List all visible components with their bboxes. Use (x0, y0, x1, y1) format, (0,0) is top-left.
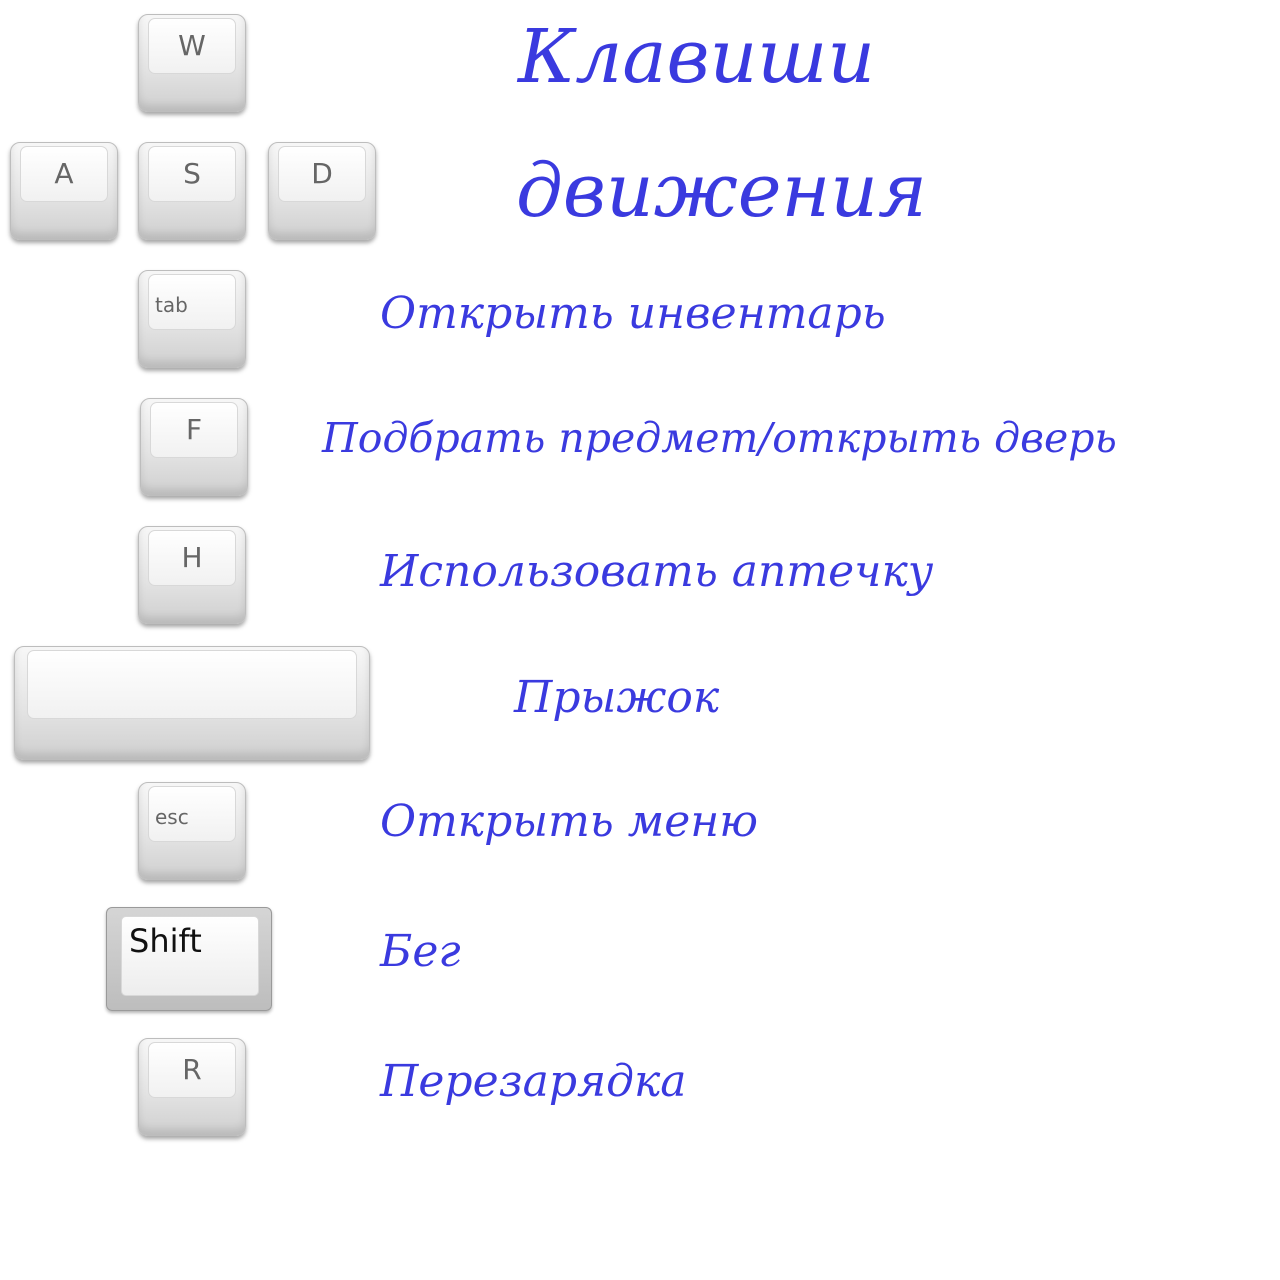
key-a: A (10, 142, 118, 240)
key-esc-label: esc (155, 805, 189, 829)
key-d: D (268, 142, 376, 240)
action-tab: Открыть инвентарь (380, 288, 886, 339)
key-tab: tab (138, 270, 246, 368)
key-a-label: A (54, 157, 74, 190)
action-r: Перезарядка (380, 1056, 687, 1107)
key-tab-label: tab (155, 293, 188, 317)
key-f: F (140, 398, 248, 496)
action-f: Подбрать предмет/открыть дверь (322, 414, 1117, 462)
key-shift: Shift (106, 907, 272, 1011)
key-h-label: H (181, 541, 203, 574)
key-s-label: S (183, 157, 201, 190)
action-h: Использовать аптечку (380, 546, 934, 597)
key-w-label: W (178, 29, 206, 62)
key-h: H (138, 526, 246, 624)
key-f-label: F (185, 413, 203, 446)
key-esc: esc (138, 782, 246, 880)
key-d-label: D (311, 157, 333, 190)
key-w: W (138, 14, 246, 112)
key-s: S (138, 142, 246, 240)
key-r-label: R (182, 1053, 202, 1086)
title-line-1: Клавиши (518, 14, 875, 100)
action-space: Прыжок (514, 672, 720, 723)
action-shift: Бег (380, 926, 461, 977)
key-r: R (138, 1038, 246, 1136)
key-space (14, 646, 370, 760)
title-line-2: движения (516, 148, 927, 234)
key-shift-label: Shift (129, 922, 202, 960)
action-esc: Открыть меню (380, 796, 758, 847)
